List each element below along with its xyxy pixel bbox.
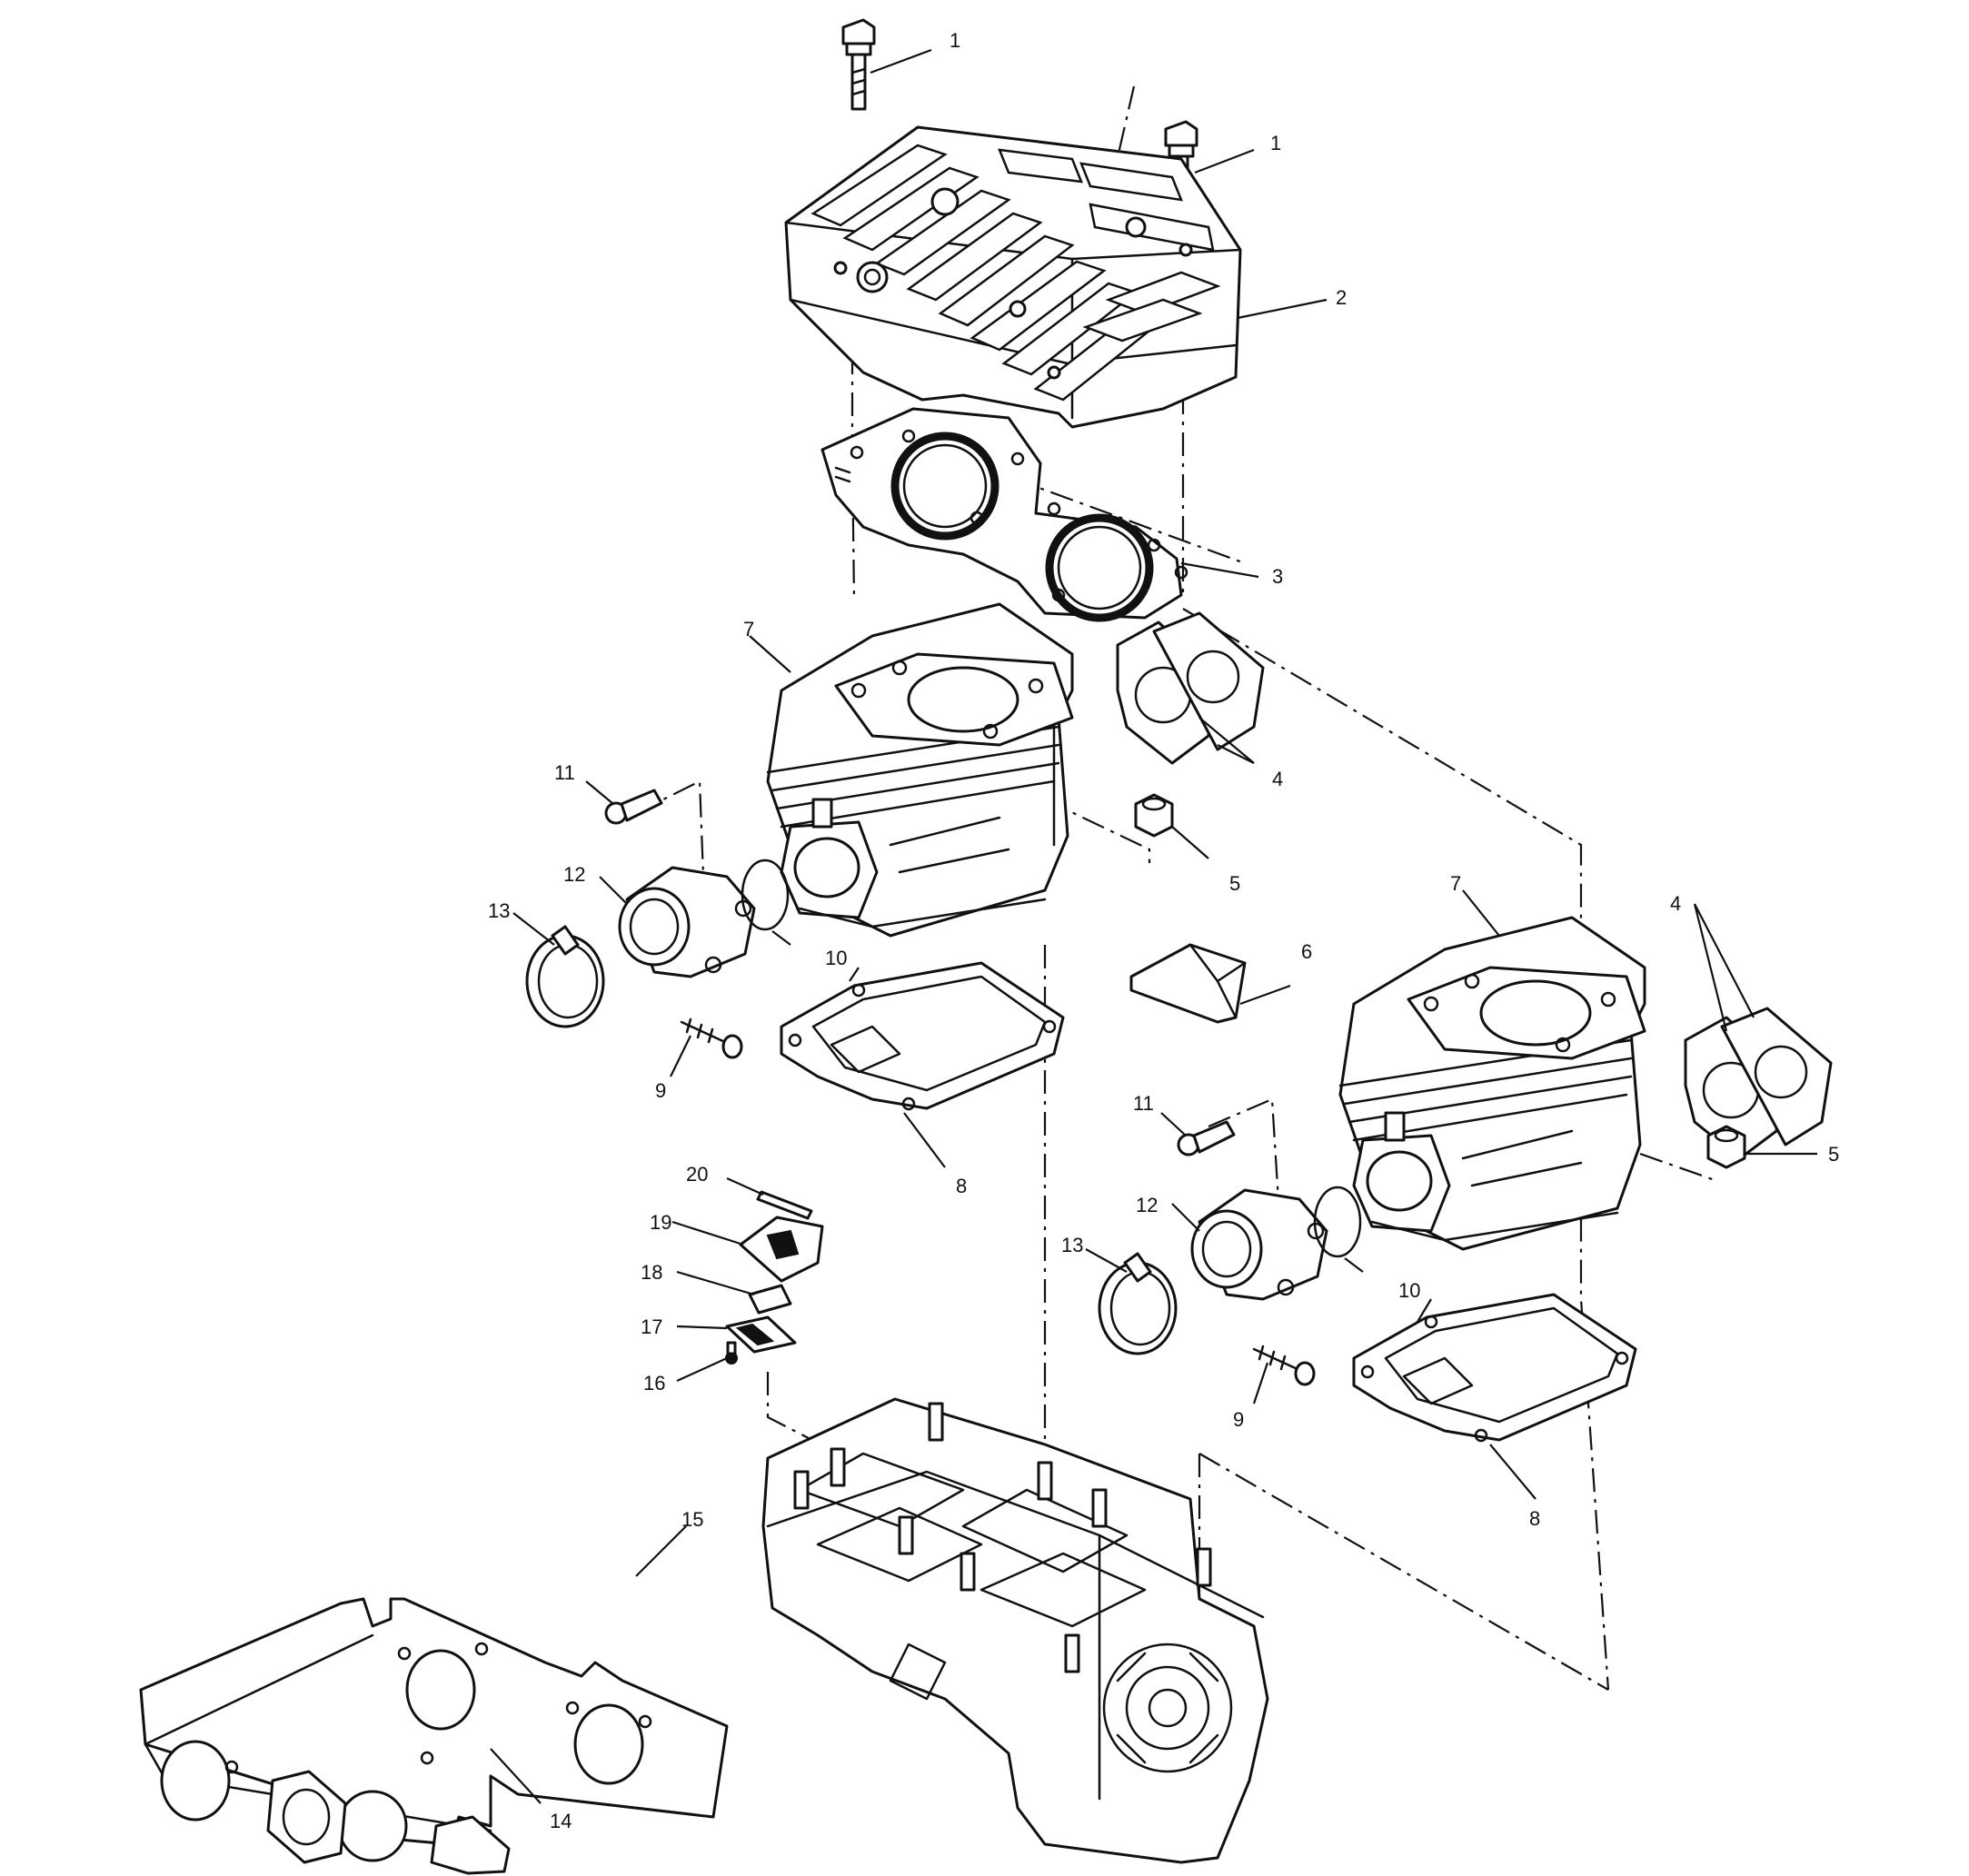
intake-boot-right	[1190, 1186, 1362, 1301]
screw-9-left	[680, 1017, 743, 1059]
callout-1: 1	[1270, 132, 1281, 154]
cylinder-left	[766, 602, 1074, 938]
callout-15: 15	[681, 1508, 703, 1531]
nut-right	[1706, 1125, 1746, 1169]
callout-11: 11	[554, 761, 575, 784]
callout-9: 9	[1233, 1408, 1244, 1431]
callout-7: 7	[743, 618, 754, 640]
clamp-right	[1098, 1252, 1178, 1355]
callout-12: 12	[1136, 1194, 1158, 1216]
callout-2: 2	[1336, 286, 1347, 309]
crankcase	[761, 1397, 1269, 1864]
callout-16: 16	[643, 1372, 665, 1395]
wedge-part	[1129, 943, 1247, 1024]
reed-pin-20	[756, 1190, 813, 1220]
callout-5: 5	[1828, 1143, 1839, 1166]
reed-screw-16	[725, 1341, 738, 1365]
callout-3: 3	[1272, 565, 1283, 588]
callout-8: 8	[956, 1175, 967, 1197]
heat-shield	[139, 1597, 729, 1875]
nut-left	[1134, 793, 1174, 838]
bolt-1-left	[841, 18, 876, 111]
callout-6: 6	[1301, 940, 1312, 963]
cylinder-head	[784, 125, 1242, 429]
callout-20: 20	[686, 1163, 708, 1186]
intake-boot-left	[618, 859, 790, 978]
callout-4: 4	[1272, 768, 1283, 790]
callout-10: 10	[1398, 1279, 1420, 1302]
callout-1: 1	[950, 29, 960, 52]
callout-leaders	[490, 48, 1817, 1804]
callout-10: 10	[825, 947, 847, 969]
callout-8: 8	[1529, 1507, 1540, 1530]
callout-12: 12	[563, 863, 585, 886]
reed-stop-18	[748, 1284, 792, 1315]
base-gasket-right	[1352, 1293, 1637, 1443]
cylinder-right	[1338, 916, 1646, 1251]
base-gasket-left	[780, 961, 1065, 1111]
exhaust-gasket-right	[1684, 1007, 1833, 1160]
callout-4: 4	[1670, 892, 1681, 915]
callout-19: 19	[650, 1211, 671, 1234]
callout-17: 17	[641, 1315, 662, 1338]
reed-petal-17	[725, 1315, 797, 1354]
callout-5: 5	[1229, 872, 1240, 895]
callout-9: 9	[655, 1079, 666, 1102]
clamp-left	[525, 925, 605, 1028]
reed-cage-19	[739, 1216, 824, 1283]
bolt-11-left	[604, 789, 663, 825]
callout-labels: 1 1 2 3 4 4 5 5 6 7 7 8 8 9 9 10 10 11 1…	[488, 29, 1839, 1832]
callout-18: 18	[641, 1261, 662, 1284]
head-gasket	[820, 407, 1188, 622]
screw-9-right	[1252, 1345, 1316, 1386]
callout-13: 13	[1061, 1234, 1083, 1256]
callout-13: 13	[488, 899, 510, 922]
callout-14: 14	[550, 1810, 572, 1832]
bolt-11-right	[1177, 1120, 1236, 1156]
callout-11: 11	[1133, 1092, 1154, 1115]
callout-7: 7	[1450, 872, 1461, 895]
exhaust-gasket-left	[1116, 611, 1265, 765]
